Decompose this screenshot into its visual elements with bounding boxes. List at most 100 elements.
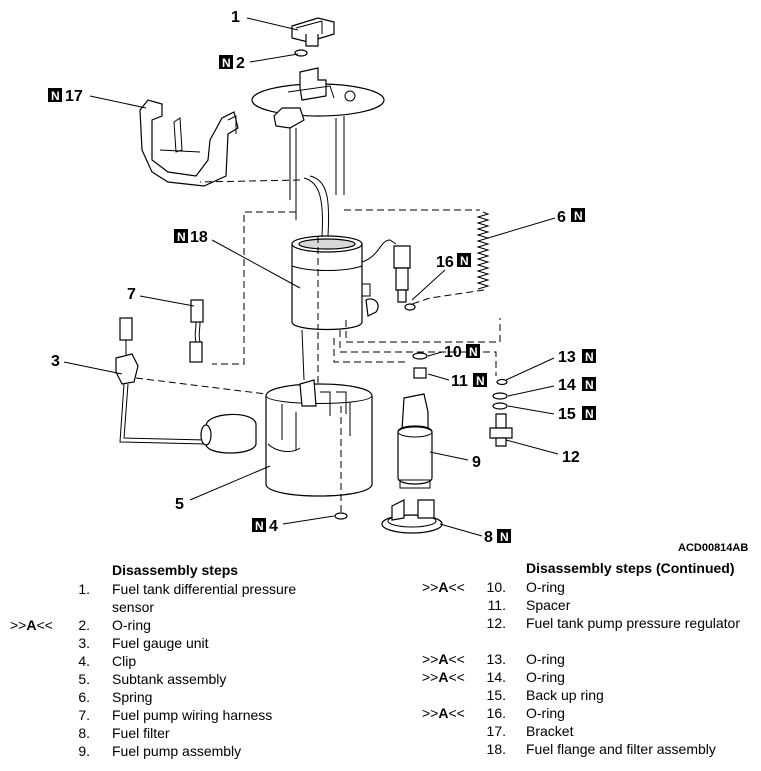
callout-8: 8 N [484,529,511,546]
svg-text:3: 3 [51,353,60,370]
o-ring-2-part [294,49,308,57]
step-mark: >>A<< [10,617,53,633]
callout-15: 15 N [558,406,596,423]
svg-text:4: 4 [269,518,278,535]
step-number: 15. [486,687,506,703]
callout-1: 1 [231,9,240,26]
step-row: 6. Spring [0,688,360,706]
callout-13: 13 N [558,349,596,366]
o-ring-16-part [404,303,416,311]
steps-heading: Disassembly steps [112,562,239,578]
step-row: >>A<< 14. O-ring [420,668,760,686]
svg-text:5: 5 [175,496,184,513]
step-text: Back up ring [526,687,604,703]
step-text: O-ring [112,617,151,633]
disassembly-steps-left: Disassembly steps 1. Fuel tank different… [0,561,360,760]
svg-text:N: N [585,407,594,421]
step-mark: >>A<< [422,651,465,667]
back-up-ring-part [492,402,508,410]
spring-part [476,211,490,290]
svg-text:N: N [574,209,583,223]
drawing-code: ACD00814AB [678,542,748,554]
step-row: 17. Bracket [420,722,760,740]
step-row: 12. Fuel tank pump pressure regulator [420,614,760,650]
assembly-line-spring-bottom [411,289,485,305]
svg-text:10: 10 [444,344,462,361]
fuel-pump-part [397,393,433,489]
wiring-harness-part [189,299,204,363]
svg-text:12: 12 [562,449,580,466]
step-number: 7. [78,707,90,723]
step-number: 12. [486,615,506,631]
step-row: >>A<< 13. O-ring [420,650,760,668]
callout-4: N 4 [252,518,278,535]
step-number: 6. [78,689,90,705]
assembly-line-regulator [333,318,501,376]
svg-text:13: 13 [558,349,576,366]
step-number: 16. [486,705,506,721]
step-number: 18. [486,741,506,757]
step-mark: >>A<< [422,669,465,685]
callout-6: 6 N [557,208,585,226]
callout-18: N 18 [174,229,208,246]
o-ring-14-part [492,392,508,400]
bracket-part [139,99,239,187]
svg-text:16: 16 [436,254,454,271]
svg-text:N: N [51,89,60,103]
leader-lines [63,17,559,537]
step-text: Fuel tank differential pressure sensor [112,581,297,615]
callout-17: N 17 [48,88,83,105]
svg-text:N: N [585,378,594,392]
steps-heading-continued: Disassembly steps (Continued) [526,560,735,576]
fuel-filter-part [381,499,443,534]
step-text: O-ring [526,669,565,685]
svg-text:N: N [500,530,509,544]
callout-16: 16 N [436,253,471,271]
callout-9: 9 [472,454,481,471]
svg-text:N: N [469,345,478,359]
step-number: 5. [78,671,90,687]
pressure-sensor-part [291,17,335,47]
step-row: 8. Fuel filter [0,724,360,742]
callout-14: 14 N [558,377,596,394]
step-row: 3. Fuel gauge unit [0,634,360,652]
step-text: Fuel filter [112,725,170,741]
step-mark: >>A<< [422,579,465,595]
svg-text:N: N [460,254,469,268]
disassembly-steps-right: Disassembly steps (Continued) >>A<< 10. … [420,559,760,758]
step-text: Fuel pump assembly [112,743,242,759]
step-text: O-ring [526,651,565,667]
subtank-part [265,379,373,497]
step-text: Subtank assembly [112,671,227,687]
step-text: Fuel gauge unit [112,635,209,651]
step-mark: >>A<< [422,705,465,721]
fuel-flange-part [251,67,411,381]
callout-10: 10 N [444,344,480,361]
fuel-gauge-part [115,317,257,454]
svg-text:15: 15 [558,406,576,423]
step-number: 13. [486,651,506,667]
step-text: Fuel pump wiring harness [112,707,273,723]
step-number: 1. [78,581,90,597]
clip-part [334,512,348,520]
step-text: Fuel flange and filter assembly [526,741,716,757]
step-number: 14. [486,669,506,685]
svg-text:N: N [585,350,594,364]
step-row: 1. Fuel tank differential pressure senso… [0,580,360,616]
svg-text:N: N [177,230,186,244]
step-text: Spacer [526,597,571,613]
svg-text:2: 2 [236,55,245,72]
assembly-line-gauge [135,377,267,395]
assembly-line-flange-harness [212,211,296,365]
step-text: O-ring [526,579,565,595]
callout-3: 3 [51,353,60,370]
step-row: >>A<< 16. O-ring [420,704,760,722]
svg-text:18: 18 [190,229,208,246]
callout-7: 7 [127,286,136,303]
step-text: Clip [112,653,137,669]
svg-text:N: N [255,519,264,533]
svg-text:8: 8 [484,529,493,546]
step-number: 17. [486,723,506,739]
step-number: 11. [487,597,506,613]
svg-text:7: 7 [127,286,136,303]
